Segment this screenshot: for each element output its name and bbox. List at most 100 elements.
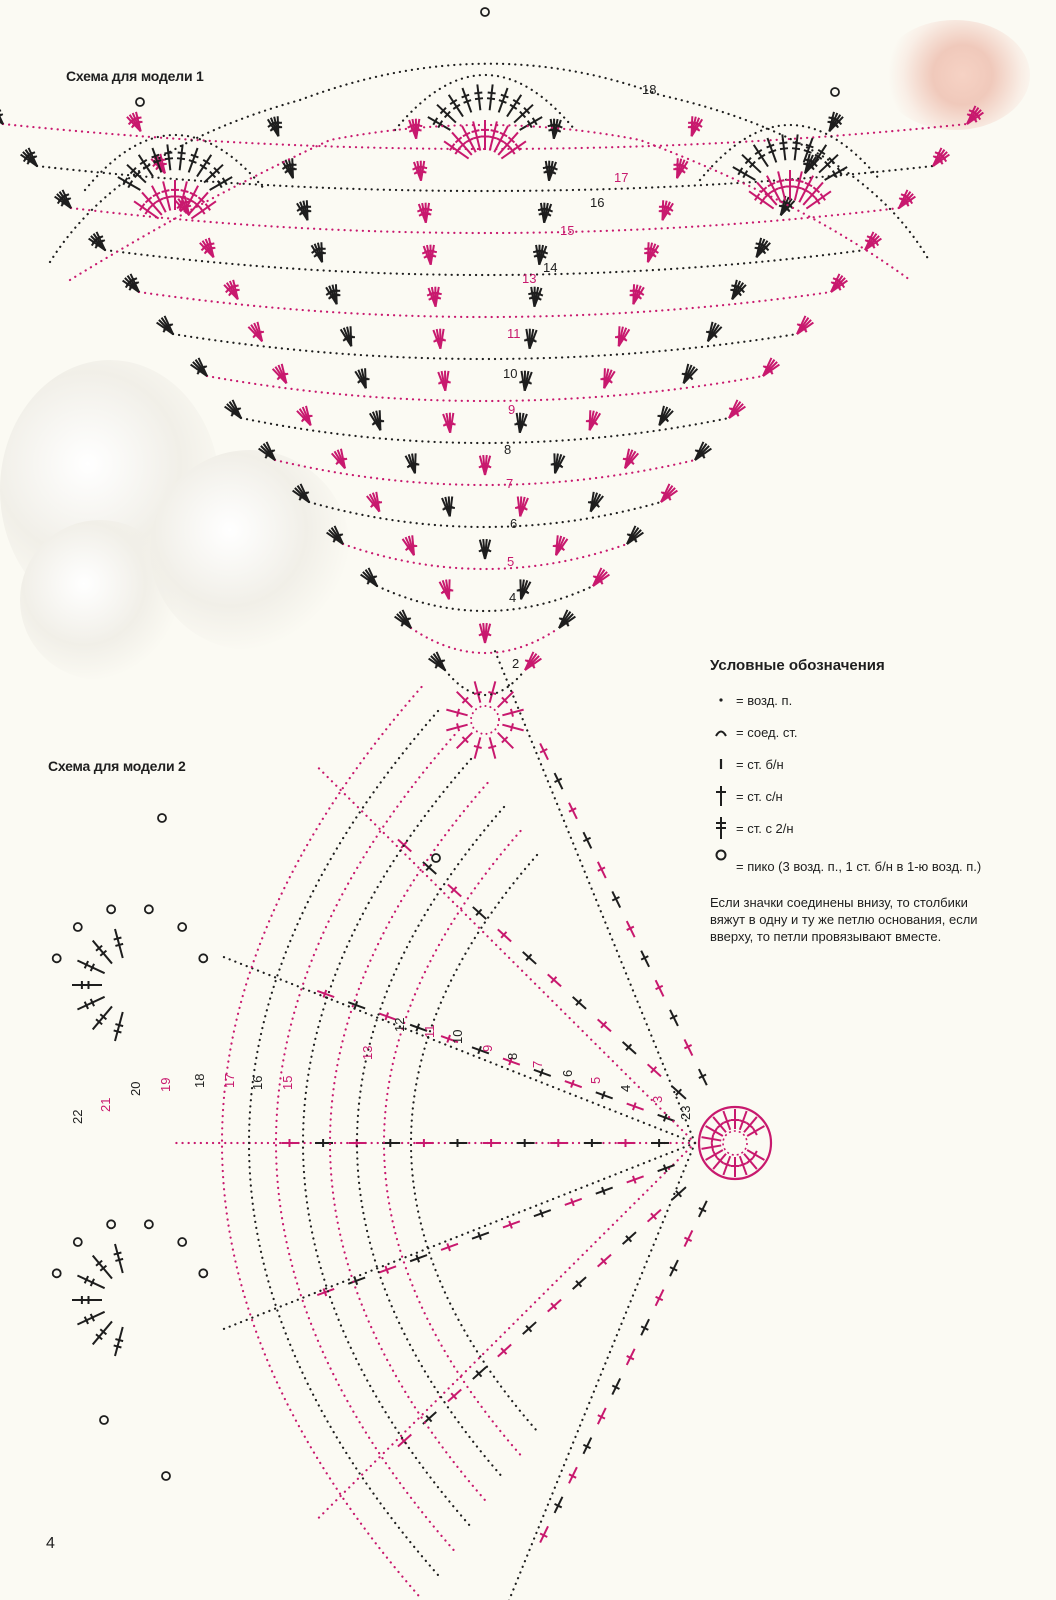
stitch-symbol <box>255 321 265 342</box>
round-number: 15 <box>280 1076 295 1090</box>
stitch-symbol <box>548 161 558 182</box>
stitch-symbol <box>564 1079 583 1089</box>
stitch-symbol <box>647 244 660 263</box>
stitch-symbol <box>626 1102 644 1111</box>
legend-item-chain: = возд. п. <box>710 684 1010 716</box>
stitch-symbol <box>164 144 174 171</box>
picot <box>72 922 83 932</box>
picot <box>51 953 62 964</box>
stitch-symbol <box>483 539 492 560</box>
stitch-symbol <box>133 200 160 220</box>
chain-stitches <box>273 458 697 487</box>
stitch-symbol <box>793 171 804 201</box>
center-core <box>722 1130 748 1156</box>
picot <box>830 87 840 97</box>
stitch-symbol <box>698 1200 708 1218</box>
chain-stitches <box>239 416 731 445</box>
stitch-symbol <box>654 979 665 997</box>
round-number: 7 <box>506 476 513 491</box>
stitch-symbol <box>738 1110 748 1131</box>
stitch-symbol <box>442 370 451 391</box>
rose-photo-top-right <box>880 20 1030 130</box>
legend-note: Если значки соединены внизу, то столбики… <box>710 895 978 944</box>
stitch-symbol <box>707 326 723 343</box>
picot <box>157 813 167 823</box>
slip-arc-icon <box>710 726 732 738</box>
stitch-symbol <box>669 1009 679 1027</box>
stitch-symbol <box>126 163 147 184</box>
rose-photo-left-3 <box>20 520 180 680</box>
stitch-symbol <box>671 1086 687 1100</box>
stitch-symbol <box>436 103 457 124</box>
round-number: 14 <box>543 260 557 275</box>
stitch-symbol <box>316 1287 335 1297</box>
stitch-symbol <box>456 732 473 749</box>
stitch-symbol <box>746 1125 765 1137</box>
stitch-symbol <box>445 579 454 600</box>
chain-stitches <box>493 648 697 1145</box>
stitch-symbol <box>488 737 497 759</box>
stitch-symbol <box>461 125 477 153</box>
stitch-symbol <box>518 413 528 434</box>
stitch-symbol <box>533 287 544 308</box>
stitch-symbol <box>401 609 412 629</box>
stitch-symbol <box>632 286 645 305</box>
chain-stitches <box>328 781 489 1505</box>
stitch-symbol <box>367 567 378 587</box>
stitch-symbol <box>932 153 950 167</box>
round-number: 15 <box>560 223 574 238</box>
stitch-symbol <box>705 1149 724 1161</box>
stitch-symbol <box>558 615 576 629</box>
chain-stitches <box>171 332 799 361</box>
stitch-symbol <box>196 154 213 178</box>
stitch-symbol <box>281 1139 300 1147</box>
stitch-symbol <box>538 245 549 266</box>
stitch-symbol <box>203 163 224 184</box>
round-number: 18 <box>192 1074 207 1088</box>
stitch-symbol <box>568 802 578 820</box>
stitch-symbol <box>471 1231 490 1241</box>
round-number: 7 <box>530 1061 545 1068</box>
stitch-symbol <box>728 405 746 419</box>
stitch-symbol <box>624 452 640 469</box>
stitch-symbol <box>197 357 208 377</box>
stitch-symbol <box>621 1041 637 1055</box>
stitch-symbol <box>712 1116 727 1133</box>
round-number: 9 <box>480 1045 495 1052</box>
chain-stitches <box>48 62 932 264</box>
stitch-symbol <box>582 1437 593 1455</box>
stitch-symbol <box>743 1153 758 1170</box>
stitch-symbol <box>555 538 569 556</box>
picot <box>135 97 145 107</box>
chain-stitches <box>103 248 867 277</box>
round-number: 3 <box>650 1096 665 1103</box>
stitch-symbol <box>722 1155 732 1176</box>
page-number: 4 <box>46 1535 55 1552</box>
round-number: 9 <box>508 402 515 417</box>
stitch-symbol <box>27 147 38 167</box>
stitch-symbol <box>427 116 451 131</box>
stitch-symbol <box>786 170 794 200</box>
stitch-symbol <box>483 455 492 476</box>
stitch-symbol <box>474 84 484 111</box>
stitch-symbol <box>77 959 106 975</box>
stitch-symbol <box>502 708 524 717</box>
chain-stitches <box>341 542 629 571</box>
stitch-symbol <box>91 939 113 965</box>
stitch-symbol <box>520 581 532 600</box>
stitch-symbol <box>91 1005 113 1031</box>
stitch-symbol <box>72 981 102 989</box>
stitch-symbol <box>61 189 72 209</box>
stitch-symbol <box>206 237 216 258</box>
stitch-symbol <box>595 1186 614 1196</box>
stitch-symbol <box>731 1157 739 1177</box>
title-model-2: Схема для модели 2 <box>48 758 186 774</box>
stitch-symbol <box>77 1310 106 1326</box>
stitch-symbol <box>141 191 163 216</box>
round-number: 17 <box>614 170 628 185</box>
stitch-symbol <box>488 681 497 703</box>
stitch-symbol <box>646 1063 662 1078</box>
stitch-symbol <box>493 125 509 153</box>
stitch-symbol <box>694 447 712 461</box>
stitch-symbol <box>779 200 796 217</box>
